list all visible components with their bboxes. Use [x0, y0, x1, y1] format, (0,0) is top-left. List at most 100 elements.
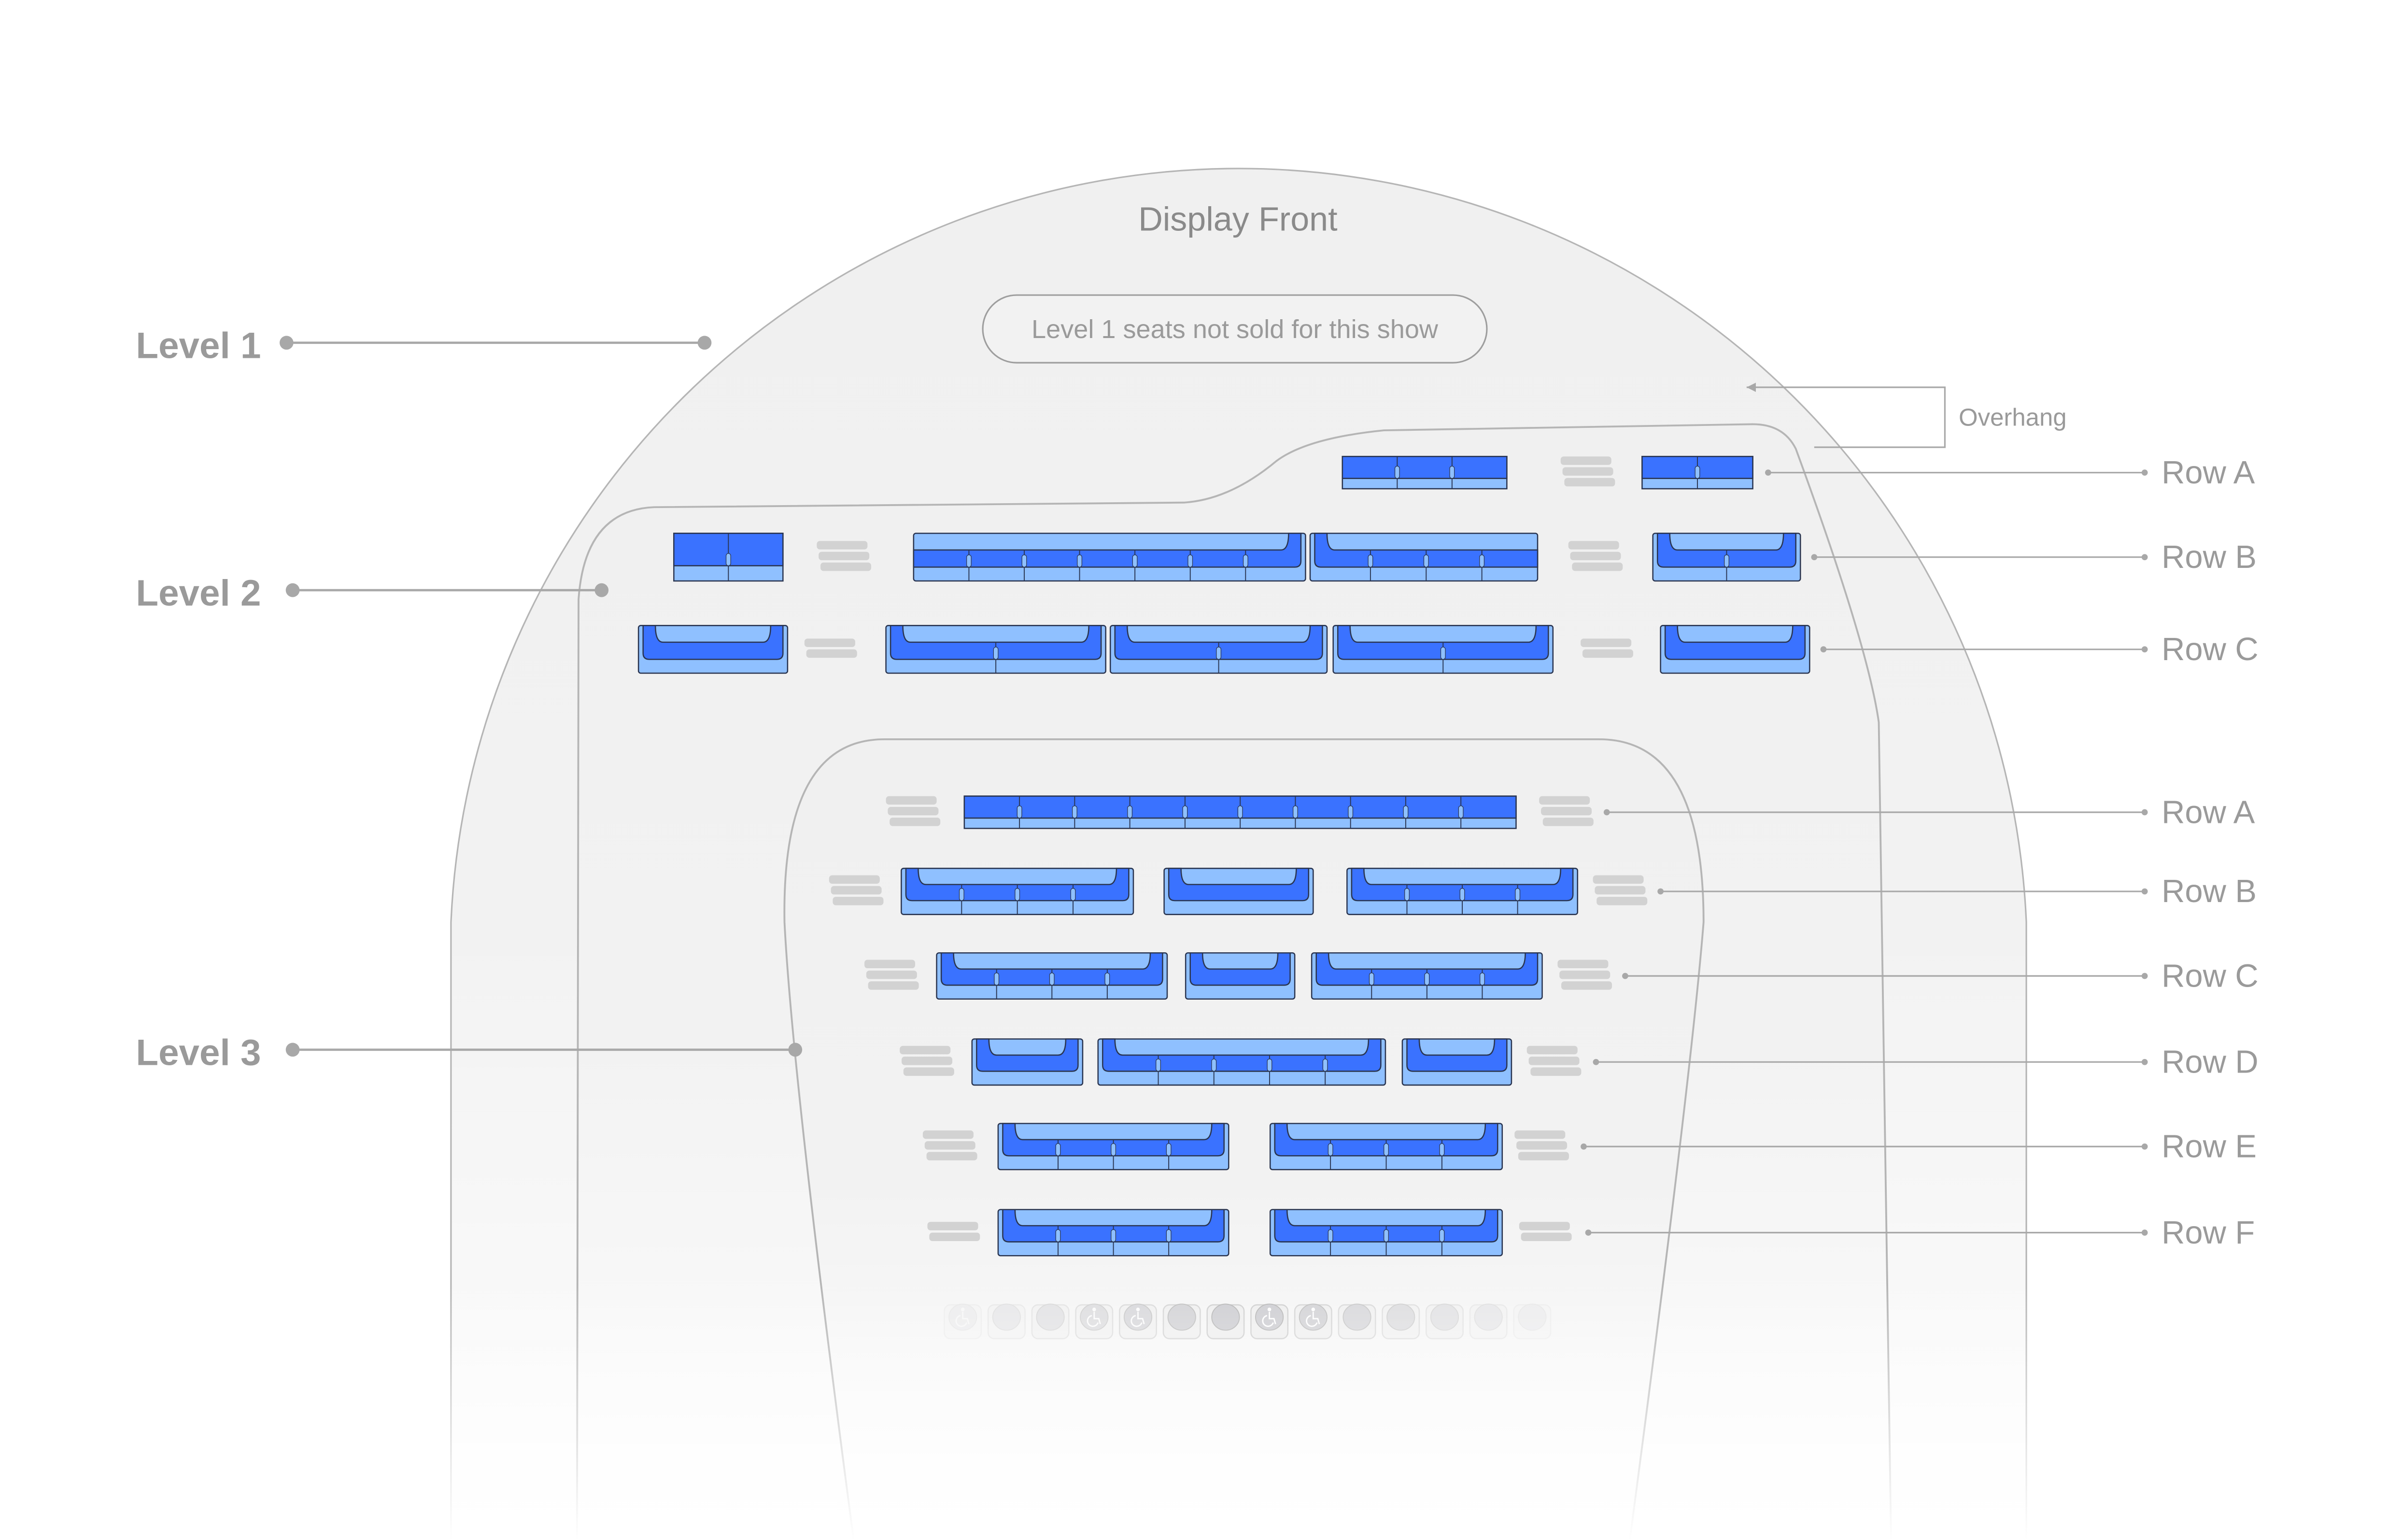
seat[interactable]	[1352, 868, 1407, 914]
stairs	[922, 1130, 977, 1160]
seat[interactable]	[1330, 1210, 1386, 1256]
seat-block	[1401, 1038, 1512, 1086]
seat[interactable]	[890, 625, 996, 673]
seat[interactable]	[1135, 533, 1190, 581]
seat[interactable]	[1407, 1039, 1507, 1085]
seat-post	[1479, 554, 1485, 568]
seat[interactable]	[1427, 953, 1483, 999]
row-label-group: Row A	[1603, 794, 2255, 830]
seat[interactable]	[1325, 1039, 1381, 1085]
seat[interactable]	[1169, 868, 1309, 914]
seat[interactable]	[728, 533, 783, 581]
seat[interactable]	[1114, 1210, 1169, 1256]
seat[interactable]	[906, 868, 961, 914]
seat[interactable]	[1275, 1124, 1330, 1170]
seat[interactable]	[1169, 1210, 1224, 1256]
seat[interactable]	[1316, 953, 1372, 999]
seat[interactable]	[1024, 533, 1080, 581]
seat[interactable]	[1245, 533, 1301, 581]
seat[interactable]	[1058, 1210, 1114, 1256]
seat[interactable]	[1073, 868, 1129, 914]
seat[interactable]	[1518, 868, 1573, 914]
seat[interactable]	[1270, 1039, 1325, 1085]
bottom-fade	[431, 1283, 2061, 1540]
seat[interactable]	[1107, 953, 1163, 999]
seat[interactable]	[1240, 796, 1295, 829]
seat[interactable]	[1019, 796, 1074, 829]
seat[interactable]	[976, 1039, 1078, 1085]
seat[interactable]	[1219, 625, 1323, 673]
seat[interactable]	[1642, 456, 1697, 489]
seat[interactable]	[1406, 796, 1461, 829]
seat[interactable]	[1295, 796, 1350, 829]
stair-step	[1562, 467, 1613, 476]
seat-block	[1269, 1123, 1503, 1171]
seat[interactable]	[1386, 1124, 1442, 1170]
seat[interactable]	[1482, 953, 1538, 999]
seat[interactable]	[1330, 1124, 1386, 1170]
row-label: Row A	[2162, 794, 2255, 830]
seat[interactable]	[997, 953, 1052, 999]
seat[interactable]	[1115, 625, 1219, 673]
seat[interactable]	[914, 533, 969, 581]
seat[interactable]	[1102, 1039, 1158, 1085]
seat[interactable]	[1130, 796, 1185, 829]
seat[interactable]	[941, 953, 997, 999]
seat[interactable]	[1190, 533, 1246, 581]
leader-dot	[2141, 1229, 2148, 1236]
stairs	[927, 1222, 980, 1241]
seat[interactable]	[674, 533, 728, 581]
seat[interactable]	[1275, 1210, 1330, 1256]
seat[interactable]	[1074, 796, 1130, 829]
seat-block	[963, 795, 1517, 829]
seat[interactable]	[1665, 625, 1805, 673]
seat[interactable]	[1452, 456, 1507, 489]
seat[interactable]	[1657, 533, 1726, 581]
seat[interactable]	[1052, 953, 1107, 999]
seat[interactable]	[1080, 533, 1135, 581]
seat[interactable]	[1397, 456, 1452, 489]
row-label-group: Row F	[1585, 1215, 2255, 1251]
seat-post	[1328, 1143, 1333, 1156]
seat[interactable]	[964, 796, 1019, 829]
seat[interactable]	[1017, 868, 1073, 914]
seat[interactable]	[1338, 625, 1443, 673]
seat[interactable]	[1426, 533, 1482, 581]
seat[interactable]	[1190, 953, 1290, 999]
seat[interactable]	[1351, 796, 1406, 829]
row-label: Row D	[2162, 1044, 2259, 1080]
seat[interactable]	[1185, 796, 1240, 829]
seat[interactable]	[1371, 953, 1427, 999]
seat[interactable]	[1407, 868, 1462, 914]
seat[interactable]	[1114, 1124, 1169, 1170]
seat[interactable]	[1726, 533, 1795, 581]
seat[interactable]	[1159, 1039, 1214, 1085]
seat[interactable]	[643, 625, 783, 673]
row-label-group: Row D	[1593, 1044, 2259, 1080]
seat[interactable]	[1169, 1124, 1224, 1170]
seat[interactable]	[969, 533, 1024, 581]
stair-step	[833, 897, 884, 905]
seat[interactable]	[1371, 533, 1426, 581]
seat[interactable]	[1315, 533, 1371, 581]
leader-dot	[2141, 888, 2148, 895]
seat[interactable]	[1697, 456, 1753, 489]
seat[interactable]	[1386, 1210, 1442, 1256]
seat[interactable]	[1003, 1210, 1058, 1256]
seat[interactable]	[1462, 868, 1518, 914]
seat[interactable]	[1443, 625, 1548, 673]
seat[interactable]	[1342, 456, 1398, 489]
seat[interactable]	[1442, 1210, 1498, 1256]
seat[interactable]	[1461, 796, 1516, 829]
stair-step	[1519, 1222, 1570, 1230]
seat[interactable]	[961, 868, 1017, 914]
seat[interactable]	[1214, 1039, 1270, 1085]
seat-post	[1070, 888, 1076, 901]
seat[interactable]	[996, 625, 1101, 673]
seat[interactable]	[1442, 1124, 1498, 1170]
seat-post	[1328, 1229, 1333, 1243]
seat[interactable]	[1058, 1124, 1114, 1170]
seat[interactable]	[1003, 1124, 1058, 1170]
seat[interactable]	[1482, 533, 1538, 581]
stairs	[1557, 960, 1612, 990]
